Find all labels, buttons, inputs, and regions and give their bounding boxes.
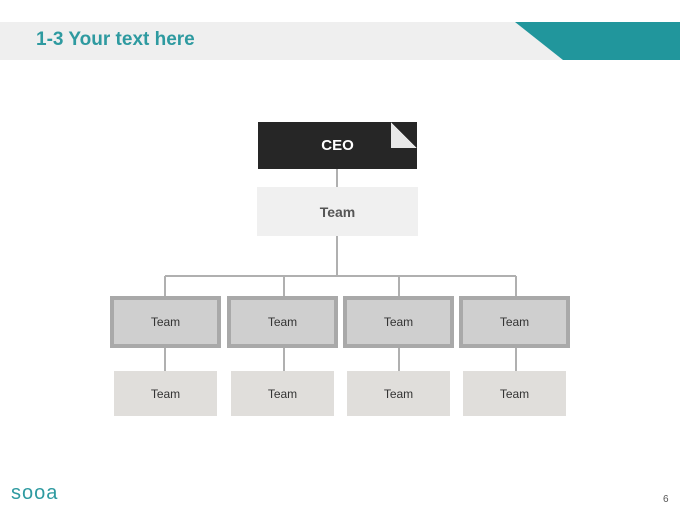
- mid-team-label: Team: [150, 315, 181, 329]
- low-team-box: Team: [231, 371, 334, 416]
- low-team-label: Team: [499, 386, 530, 401]
- low-team-label: Team: [150, 386, 181, 401]
- slide-title: 1-3 Your text here: [36, 29, 195, 50]
- page-number: 6: [663, 494, 669, 505]
- brand-logo: sooa: [11, 482, 59, 504]
- low-team-label: Team: [267, 386, 298, 401]
- ceo-box: CEO: [258, 122, 417, 169]
- mid-team-label: Team: [499, 315, 530, 329]
- top-team-box: Team: [257, 187, 418, 236]
- ceo-label: CEO: [321, 137, 354, 154]
- mid-team-box: Team: [459, 296, 570, 348]
- corner-fold-icon: [391, 122, 417, 148]
- low-team-label: Team: [383, 386, 414, 401]
- mid-team-box: Team: [343, 296, 454, 348]
- mid-team-label: Team: [267, 315, 298, 329]
- mid-team-box: Team: [227, 296, 338, 348]
- low-team-box: Team: [347, 371, 450, 416]
- mid-team-box: Team: [110, 296, 221, 348]
- low-team-box: Team: [114, 371, 217, 416]
- mid-team-label: Team: [383, 315, 414, 329]
- low-team-box: Team: [463, 371, 566, 416]
- top-team-label: Team: [319, 203, 356, 220]
